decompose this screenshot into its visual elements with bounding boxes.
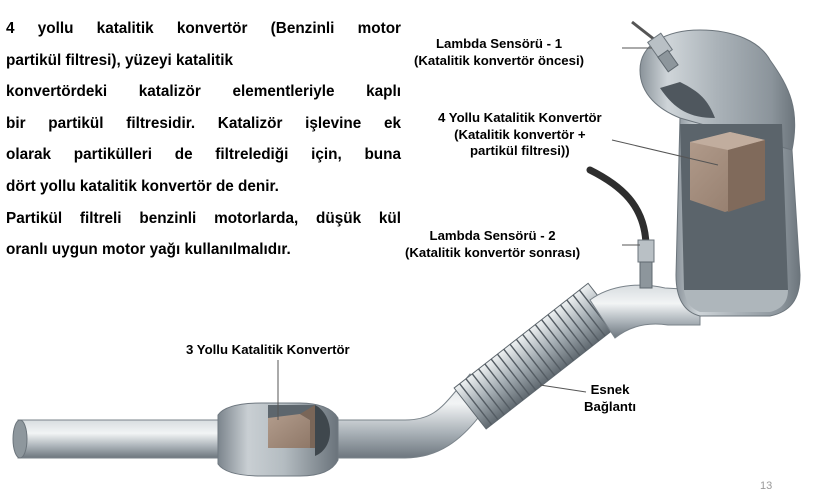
description-line: dört yollu katalitik konvertör de denir. [6,177,279,195]
tail-pipe [12,419,229,459]
label-line: (Katalitik konvertör + [454,126,586,142]
description-line: oranlı uygun motor yağı kullanılmalıdır. [6,241,291,259]
label-line: 4 Yollu Katalitik Konvertör [438,110,602,125]
description-line: bir partikül filtresidir. Katalizör işle… [6,114,401,132]
label-line: 3 Yollu Katalitik Konvertör [186,342,350,357]
label-line: Lambda Sensörü - 1 [435,36,563,51]
description-line: partikül filtresi), yüzeyi katalitik [6,51,233,69]
lambda-sensor-2 [586,166,655,289]
label-line: Lambda Sensörü - 2 [429,228,556,243]
label-line: partikül filtresi)) [470,143,570,158]
label-line: Esnek [590,382,630,397]
description-paragraph: 4 yollu katalitik konvertör (Benzinli mo… [6,13,401,266]
label-lambda-sensor-1: Lambda Sensörü - 1 (Katalitik konvertör … [414,36,584,69]
description-line: Partikül filtreli benzinli motorlarda, d… [6,209,401,227]
label-line: Bağlantı [584,398,637,414]
three-way-converter [217,402,339,477]
label-four-way-converter: 4 Yollu Katalitik Konvertör (Katalitik k… [438,110,602,160]
page-number: 13 [760,480,773,492]
label-lambda-sensor-2: Lambda Sensörü - 2 (Katalitik konvertör … [405,228,580,261]
lambda-sensor-1 [631,20,679,73]
leader-lines [277,47,719,420]
description-line: 4 yollu katalitik konvertör (Benzinli mo… [6,20,401,37]
flexible-bellows [453,282,621,430]
label-three-way-converter: 3 Yollu Katalitik Konvertör [186,342,350,359]
description-line: konvertördeki katalizör elementleriyle k… [6,83,401,101]
label-line: (Katalitik konvertör öncesi) [414,52,585,68]
description-line: olarak partikülleri de filtrelediği için… [6,146,401,164]
label-line: (Katalitik konvertör sonrası) [405,244,581,260]
four-way-converter [639,29,801,317]
label-flexible-connection: Esnek Bağlantı [584,382,636,415]
